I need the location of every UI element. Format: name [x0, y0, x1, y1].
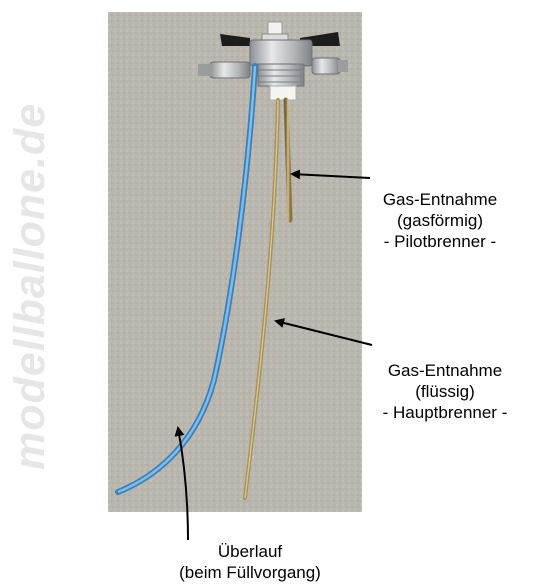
- label-overflow-line2: (beim Füllvorgang): [179, 563, 321, 582]
- label-overflow: Überlauf (beim Füllvorgang): [150, 541, 350, 583]
- label-pilot-line3: - Pilotbrenner -: [383, 232, 497, 251]
- label-pilot-line2: (gasförmig): [397, 211, 483, 230]
- label-main-line3: - Hauptbrenner -: [382, 403, 508, 422]
- arrow-pilot: [290, 169, 371, 180]
- valve-assembly: [198, 21, 348, 101]
- label-main-line2: (flüssig): [415, 382, 475, 401]
- pilot-brass-tube: [283, 97, 293, 223]
- arrow-overflow: [174, 426, 189, 541]
- arrow-main: [274, 318, 373, 346]
- label-overflow-line1: Überlauf: [217, 542, 283, 561]
- label-pilot-burner: Gas-Entnahme (gasförmig) - Pilotbrenner …: [360, 189, 520, 252]
- label-main-line1: Gas-Entnahme: [387, 361, 503, 380]
- label-main-burner: Gas-Entnahme (flüssig) - Hauptbrenner -: [360, 360, 530, 423]
- label-pilot-line1: Gas-Entnahme: [382, 190, 498, 209]
